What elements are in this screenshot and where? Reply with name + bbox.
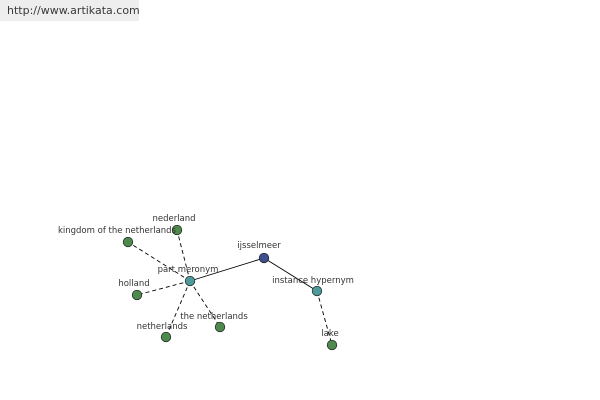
- edge-center-meronym: [189, 257, 265, 282]
- graph-nodes: [122, 224, 338, 351]
- node-label-thenetherlands: the netherlands: [180, 312, 248, 322]
- node-label-nederland: nederland: [152, 214, 195, 224]
- graph-edges: [127, 229, 333, 346]
- source-link[interactable]: http://www.artikata.com: [7, 4, 140, 17]
- node-label-holland: holland: [118, 279, 149, 289]
- edge-meronym-nederland: [176, 229, 191, 282]
- source-banner: http://www.artikata.com: [0, 0, 140, 21]
- node-nederland[interactable]: [171, 224, 183, 236]
- edge-hypernym-lake: [316, 290, 333, 346]
- node-label-meronym: part meronym: [158, 265, 219, 275]
- node-label-hypernym: instance hypernym: [272, 276, 354, 286]
- edge-meronym-holland: [136, 280, 191, 296]
- node-meronym[interactable]: [184, 275, 196, 287]
- edge-meronym-netherlands: [165, 280, 191, 338]
- node-kingdom[interactable]: [122, 236, 134, 248]
- graph-labels: ijsselmeer part meronym instance hypernym k…: [58, 214, 354, 339]
- edge-meronym-kingdom: [127, 241, 191, 282]
- node-hypernym[interactable]: [311, 285, 323, 297]
- node-thenetherlands[interactable]: [214, 321, 226, 333]
- node-netherlands[interactable]: [160, 331, 172, 343]
- edge-center-hypernym: [263, 257, 318, 292]
- edge-meronym-thenetherlands: [189, 280, 221, 328]
- node-label-lake: lake: [321, 329, 338, 339]
- node-holland[interactable]: [131, 289, 143, 301]
- node-center[interactable]: [258, 252, 270, 264]
- node-label-kingdom: kingdom of the netherlands: [58, 226, 177, 236]
- node-lake[interactable]: [326, 339, 338, 351]
- node-label-center: ijsselmeer: [237, 241, 281, 251]
- node-label-netherlands: netherlands: [137, 322, 188, 332]
